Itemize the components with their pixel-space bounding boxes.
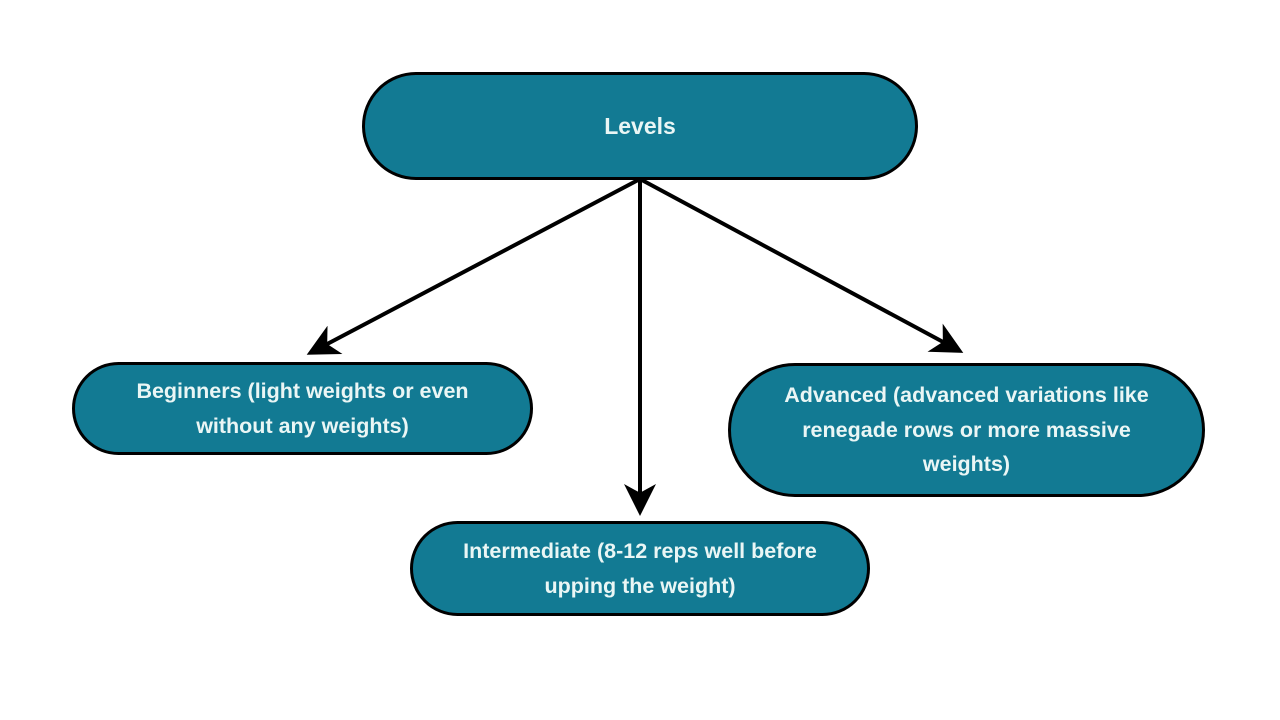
node-levels: Levels — [362, 72, 918, 180]
node-levels-label: Levels — [604, 112, 676, 139]
arrow-levels-to-advanced — [639, 177, 964, 353]
arrow-levels-to-beginners — [306, 177, 641, 355]
node-beginners: Beginners (light weights or even without… — [72, 362, 533, 455]
node-intermediate-label: Intermediate (8-12 reps well before uppi… — [463, 539, 817, 598]
node-intermediate: Intermediate (8-12 reps well before uppi… — [410, 521, 870, 616]
node-advanced-label: Advanced (advanced variations like reneg… — [784, 383, 1149, 477]
node-beginners-label: Beginners (light weights or even without… — [136, 379, 469, 438]
node-advanced: Advanced (advanced variations like reneg… — [728, 363, 1205, 497]
